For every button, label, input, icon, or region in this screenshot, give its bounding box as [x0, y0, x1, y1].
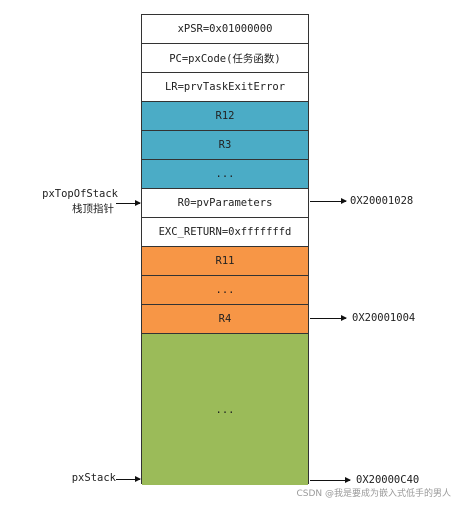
px-top-of-stack-cn-label: 栈顶指针: [72, 203, 114, 215]
stack-cell-r3: R3: [142, 131, 308, 160]
stack-cell-orange-ellipsis: ...: [142, 276, 308, 305]
stack-cell-r0: R0=pvParameters: [142, 189, 308, 218]
stack-bottom-address-arrow: [310, 477, 351, 483]
px-top-of-stack-arrow: [116, 200, 141, 206]
csdn-watermark: CSDN @我是要成为嵌入式低手的男人: [296, 489, 451, 499]
stack-cell-r11: R11: [142, 247, 308, 276]
stack-cell-r12: R12: [142, 102, 308, 131]
r4-address-label: 0X20001004: [352, 312, 416, 324]
px-stack-label: pxStack: [71, 472, 116, 484]
stack-cell-blue-ellipsis: ...: [142, 160, 308, 189]
px-stack-arrow: [116, 476, 141, 482]
stack-cell-pc: PC=pxCode(任务函数): [142, 44, 308, 73]
stack-cell-exc-return: EXC_RETURN=0xfffffffd: [142, 218, 308, 247]
stack-cell-xpsr: xPSR=0x01000000: [142, 15, 308, 44]
stack-cell-r4: R4: [142, 305, 308, 334]
stack-bottom-address-label: 0X20000C40: [356, 474, 420, 486]
stack-cell-lr: LR=prvTaskExitError: [142, 73, 308, 102]
r4-address-arrow: [310, 315, 347, 321]
stack-cell-green-ellipsis: ...: [142, 334, 308, 485]
px-top-of-stack-label: pxTopOfStack: [42, 188, 118, 200]
r0-address-label: 0X20001028: [350, 195, 414, 207]
r0-address-arrow: [310, 198, 347, 204]
